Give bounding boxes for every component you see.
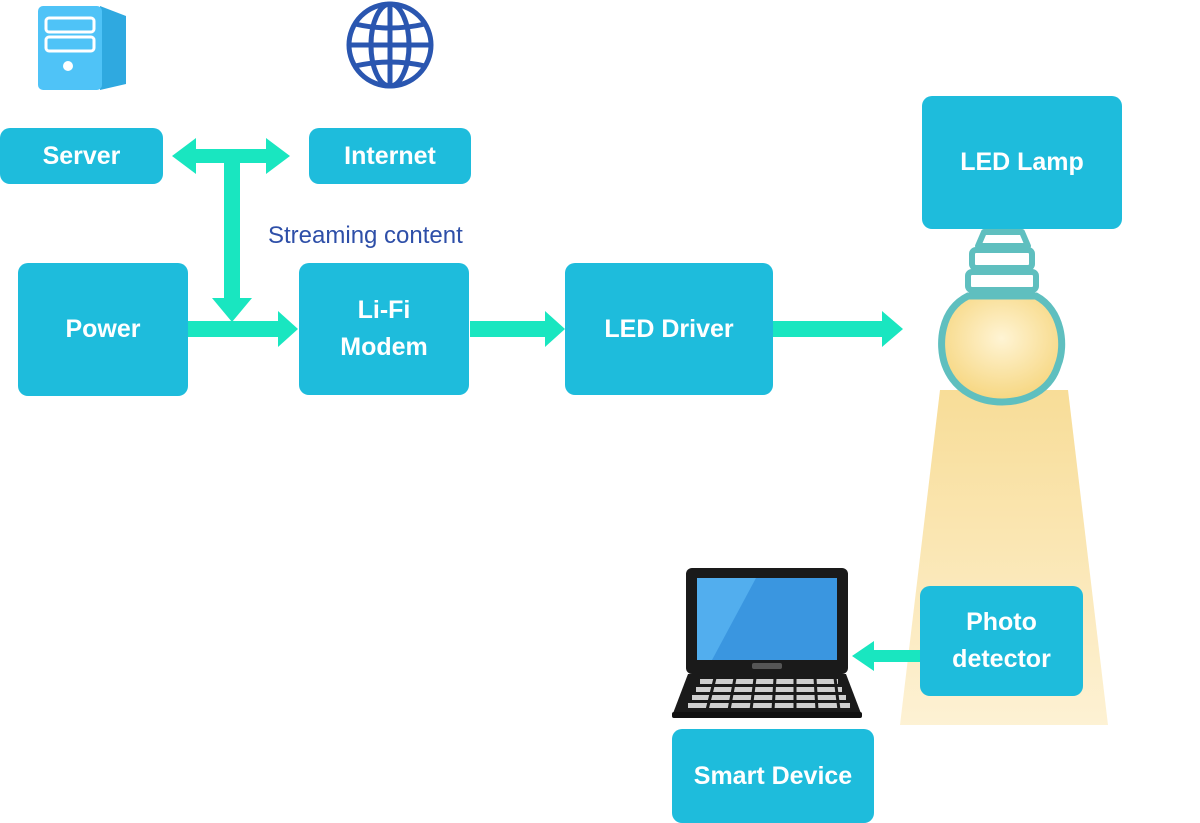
internet-box: Internet bbox=[309, 128, 471, 184]
lifi-modem-box: Li-Fi Modem bbox=[299, 263, 469, 395]
lifi-modem-label: Li-Fi Modem bbox=[340, 296, 428, 361]
light-bulb-icon bbox=[938, 229, 1066, 406]
arrow-vertical-head bbox=[212, 298, 252, 322]
led-lamp-label: LED Lamp bbox=[960, 148, 1084, 176]
smart-device-label: Smart Device bbox=[693, 761, 853, 790]
streaming-content-caption: Streaming content bbox=[268, 222, 463, 249]
laptop-icon bbox=[672, 568, 862, 718]
server-label: Server bbox=[42, 141, 121, 170]
power-label: Power bbox=[65, 315, 141, 343]
photo-detector-label: Photo detector bbox=[952, 608, 1051, 673]
arrow-server-internet bbox=[172, 138, 290, 174]
arrow-vertical-stem bbox=[224, 163, 240, 300]
arrow-detector-laptop bbox=[852, 641, 920, 671]
arrow-driver-lamp bbox=[773, 311, 903, 347]
server-icon bbox=[38, 6, 126, 90]
arrow-modem-driver bbox=[470, 311, 565, 347]
globe-icon bbox=[346, 1, 434, 89]
led-driver-box: LED Driver bbox=[565, 263, 773, 395]
power-box: Power bbox=[18, 263, 188, 396]
smart-device-box: Smart Device bbox=[672, 729, 874, 823]
server-box: Server bbox=[0, 128, 163, 184]
led-driver-label: LED Driver bbox=[604, 314, 734, 343]
led-lamp-box: LED Lamp bbox=[922, 96, 1122, 229]
internet-label: Internet bbox=[344, 141, 436, 170]
photo-detector-box: Photo detector bbox=[920, 586, 1083, 696]
arrow-power-modem bbox=[188, 311, 298, 347]
